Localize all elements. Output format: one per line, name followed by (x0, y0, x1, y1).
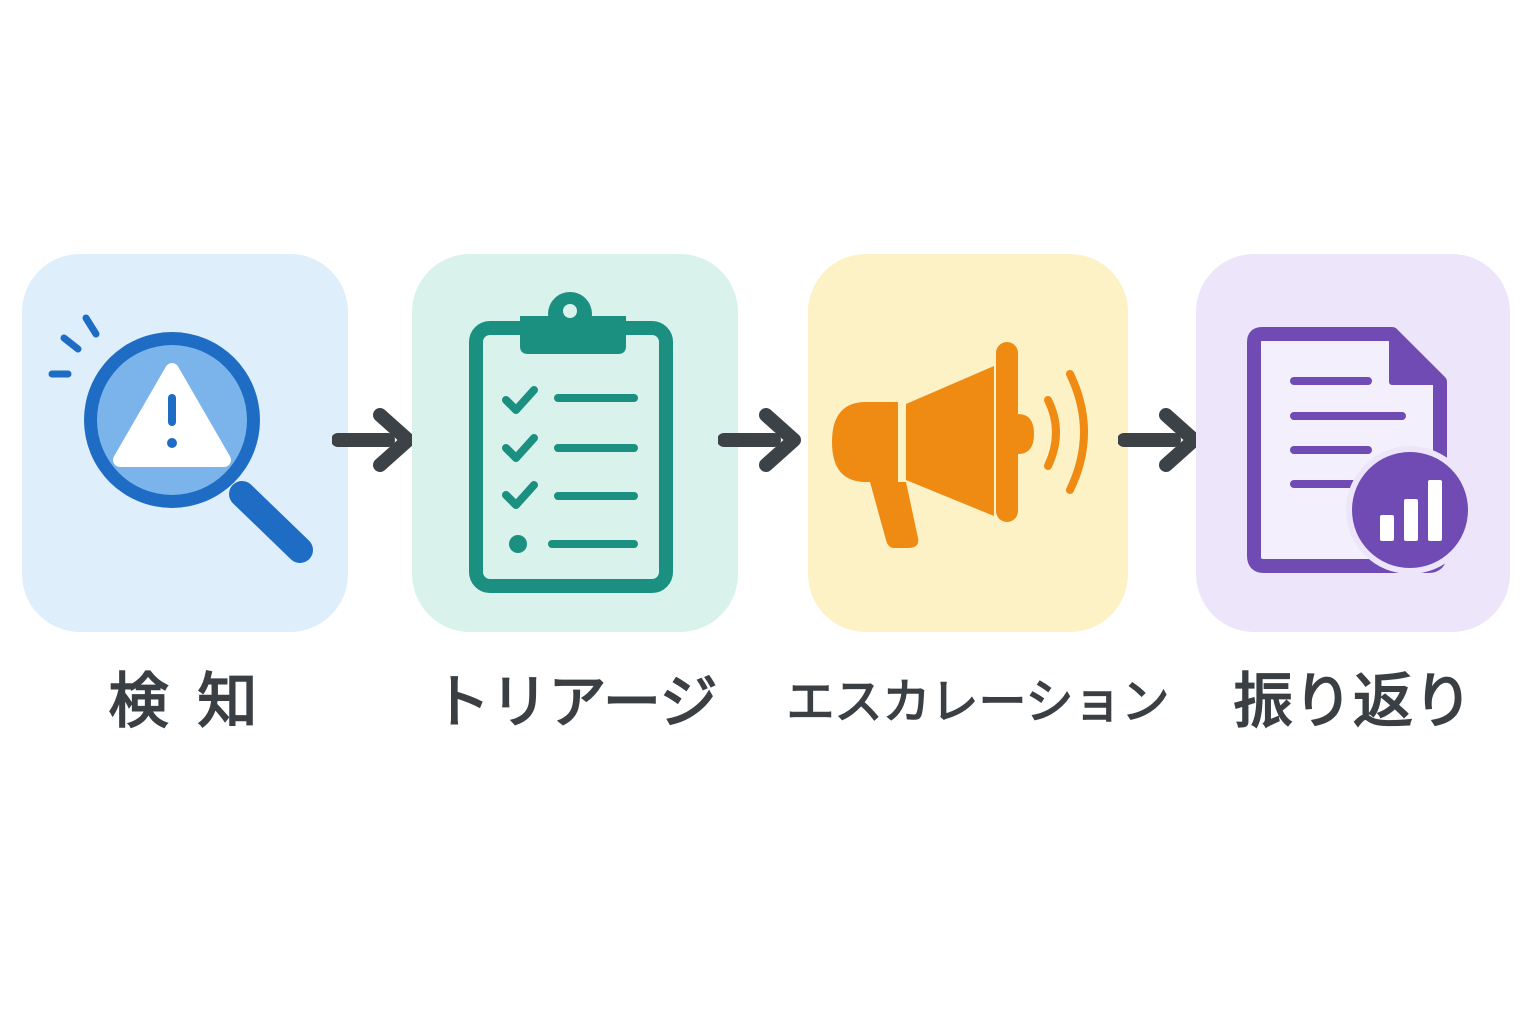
step-card-retrospective (1196, 254, 1510, 632)
step-label-escalation: エスカレーション (786, 674, 1170, 730)
step-label-retrospective: 振り返り (1233, 667, 1473, 737)
magnifier-warning-icon (48, 314, 313, 563)
step-label-triage: トリアージ (432, 668, 718, 736)
step-card-escalation (808, 254, 1128, 632)
step-card-detection (22, 254, 348, 632)
arrow-right-icon (1118, 408, 1201, 472)
megaphone-icon (832, 342, 1088, 548)
step-card-triage (412, 254, 738, 632)
clipboard-checklist-icon (469, 292, 673, 593)
step-label-detection: 検 知 (108, 667, 262, 737)
report-chart-icon (1247, 327, 1474, 574)
arrow-right-icon (718, 408, 801, 472)
arrow-right-icon (332, 408, 415, 472)
